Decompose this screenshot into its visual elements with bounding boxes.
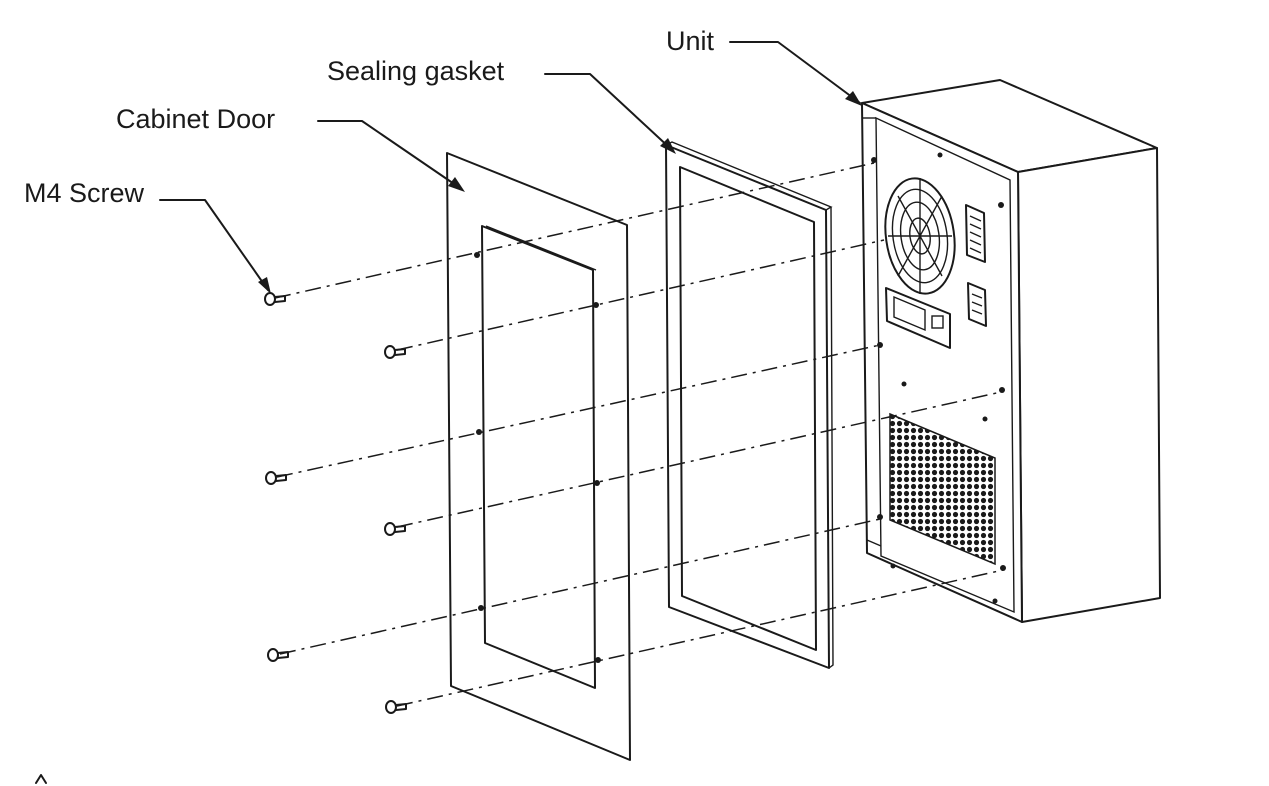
door-arrowhead bbox=[448, 177, 465, 192]
unit-label: Unit bbox=[666, 26, 715, 56]
m4-screw-label: M4 Screw bbox=[24, 178, 145, 208]
unit-grille bbox=[889, 412, 996, 566]
cabinet-door bbox=[446, 152, 631, 761]
unit-front-flange bbox=[875, 116, 1015, 614]
m4-screw-icon bbox=[264, 292, 286, 306]
m4-screws bbox=[264, 292, 407, 714]
sealing-gasket bbox=[665, 141, 834, 669]
screw-axis-lines bbox=[274, 162, 1004, 707]
m4-screw-icon bbox=[384, 345, 406, 359]
controller-display-icon bbox=[885, 287, 951, 349]
m4-screw-icon bbox=[384, 522, 406, 536]
m4-screw-icon bbox=[385, 700, 407, 714]
cabinet-door-label: Cabinet Door bbox=[116, 104, 276, 134]
m4-screw-icon bbox=[265, 471, 287, 485]
sealing-gasket-label: Sealing gasket bbox=[327, 56, 505, 86]
unit bbox=[861, 79, 1161, 623]
terminal-block-icon bbox=[965, 204, 987, 327]
leader-lines bbox=[159, 41, 862, 294]
unit-arrowhead bbox=[845, 91, 862, 106]
unit-front-face bbox=[861, 102, 1023, 623]
unit-side-face bbox=[1017, 147, 1161, 623]
door-screw-holes bbox=[474, 252, 601, 663]
edge-mark bbox=[35, 774, 47, 784]
fan-icon bbox=[884, 177, 956, 295]
gasket-arrowhead bbox=[660, 138, 676, 154]
m4-screw-icon bbox=[267, 648, 289, 662]
screw-arrowhead bbox=[258, 277, 271, 294]
